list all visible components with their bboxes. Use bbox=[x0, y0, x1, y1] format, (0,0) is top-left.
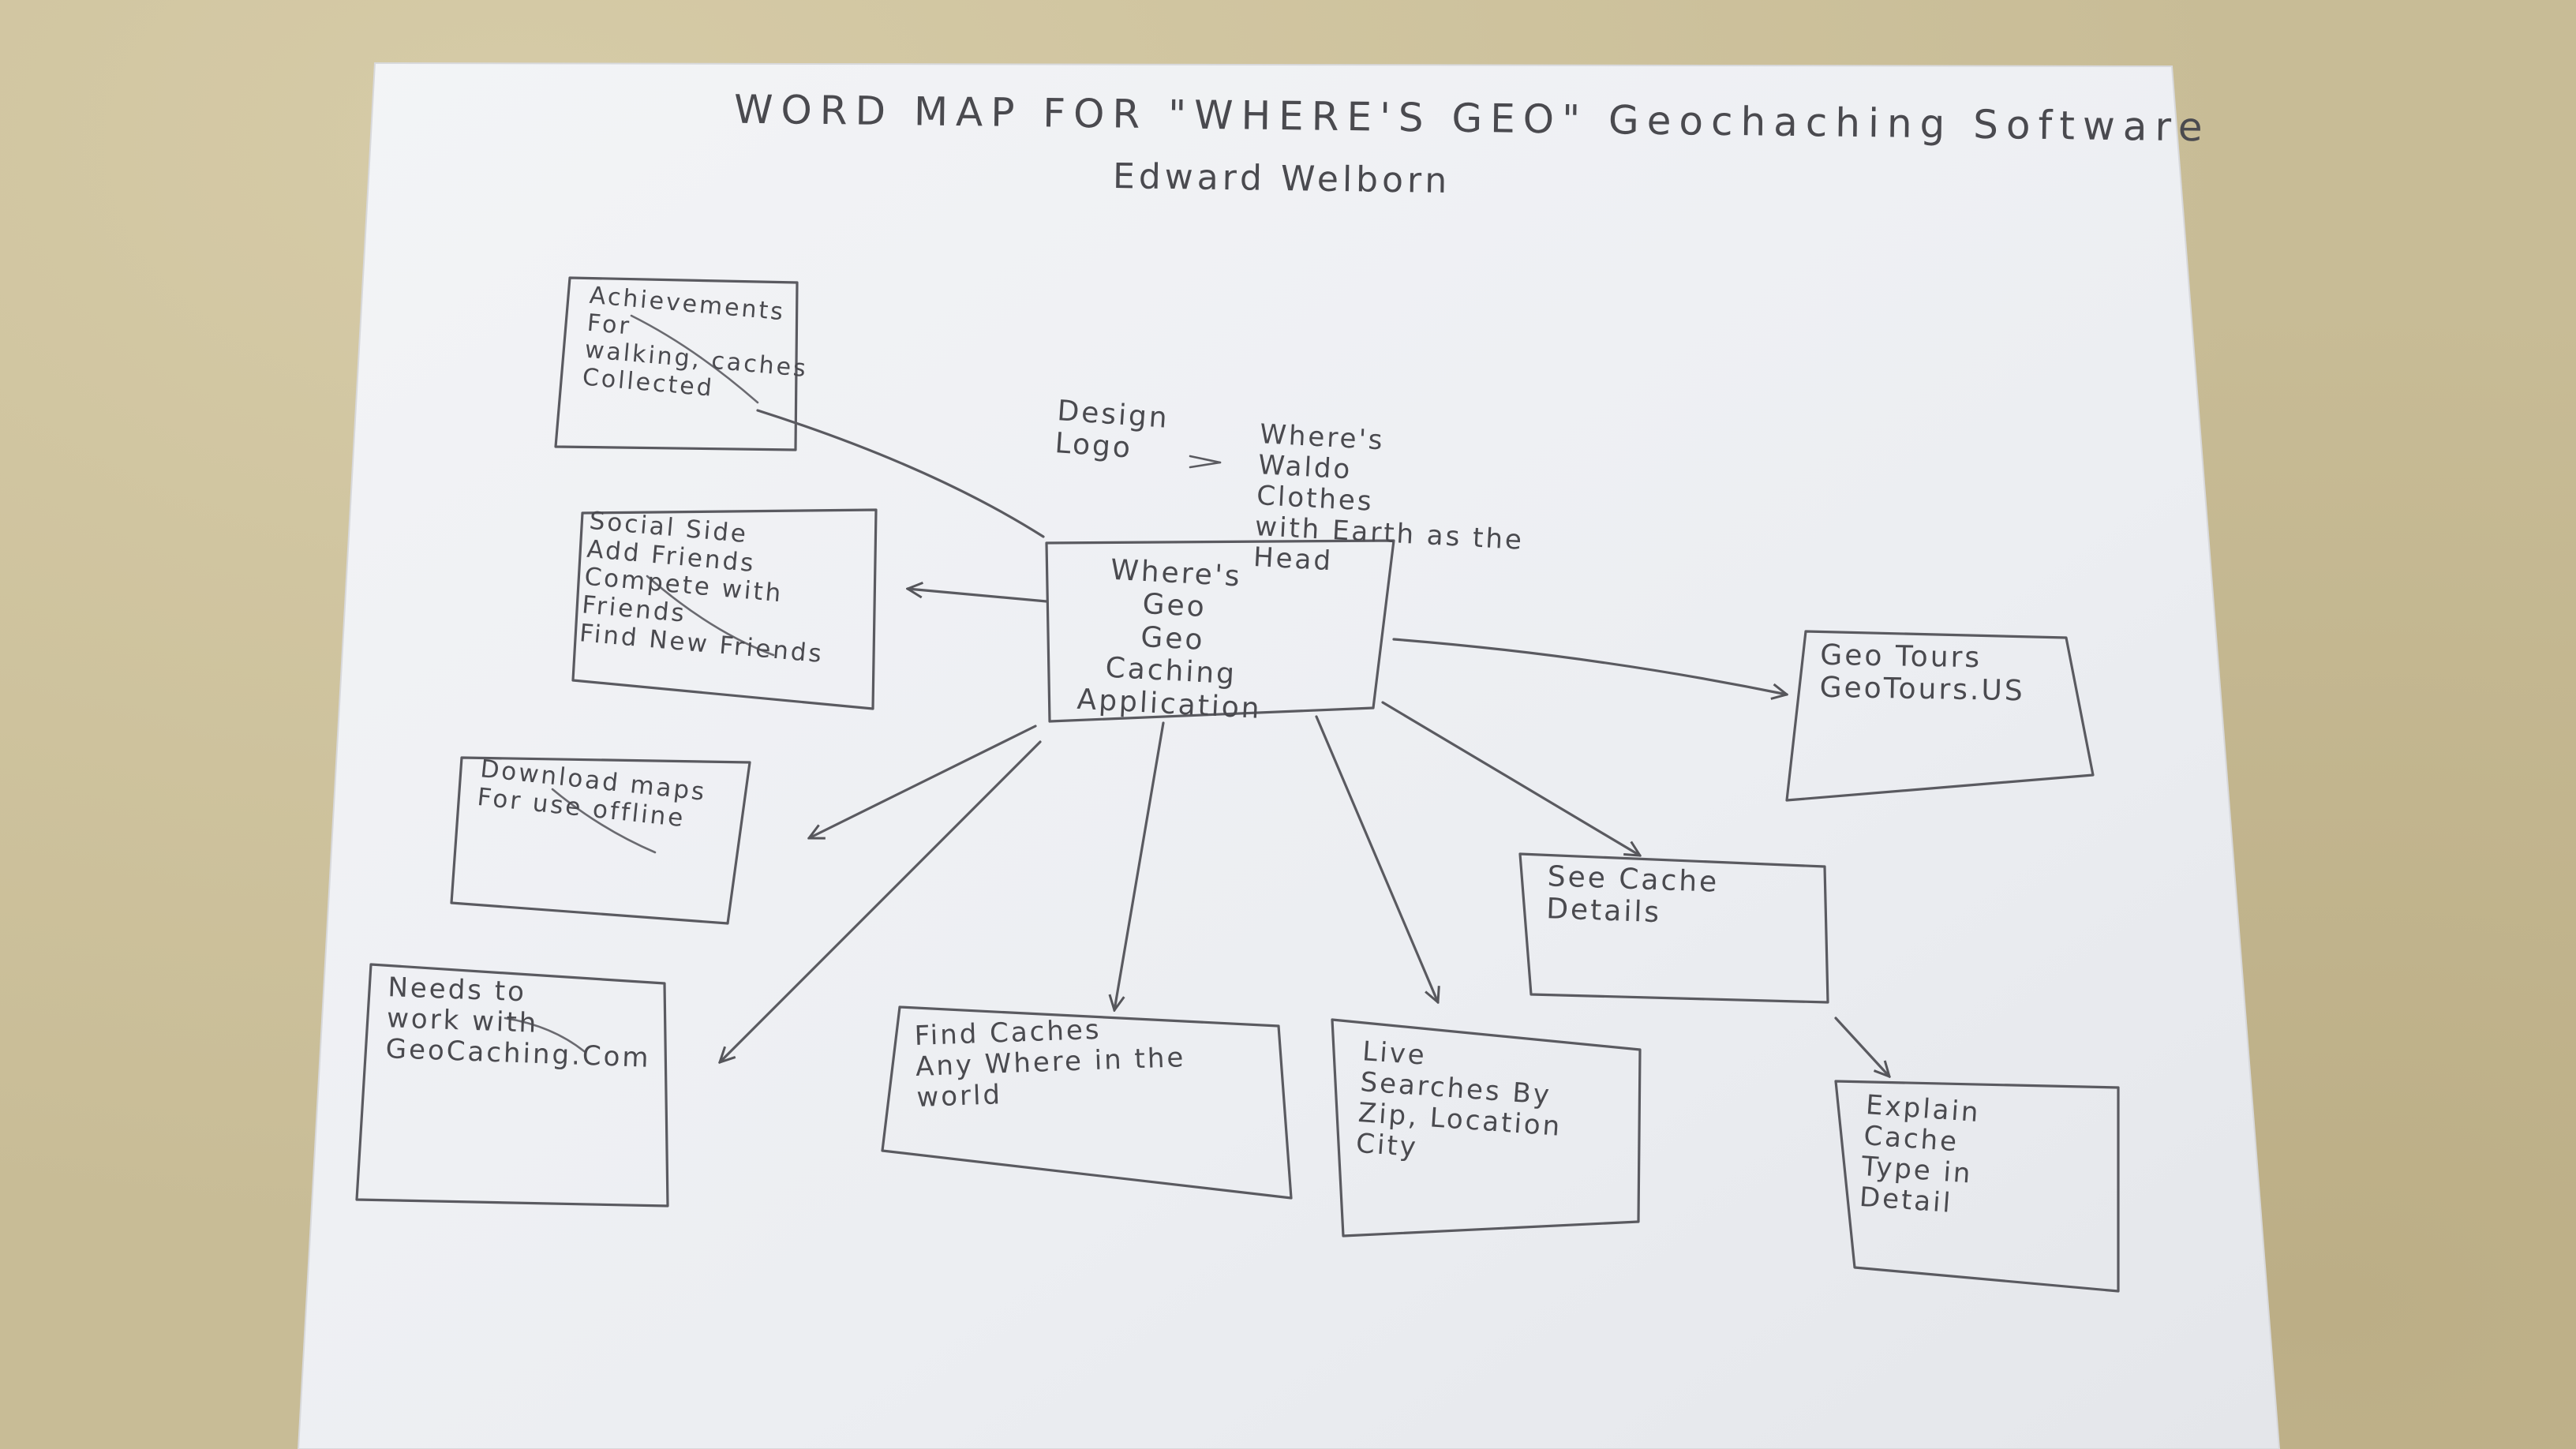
box-geocaching bbox=[355, 963, 669, 1208]
connector-social bbox=[908, 589, 1048, 603]
box-find bbox=[881, 1005, 1293, 1200]
box-details bbox=[1518, 852, 1829, 1004]
connector-details bbox=[1381, 701, 1640, 856]
box-social bbox=[571, 508, 878, 710]
design-logo-idea: Where's Waldo Clothes with Earth as the … bbox=[1252, 418, 1525, 578]
strike-geocaching bbox=[504, 1017, 586, 1053]
connector-explain bbox=[1834, 1017, 1889, 1076]
strike-achievements bbox=[630, 314, 759, 404]
center-node-label: Where's Geo Geo Caching Application bbox=[1076, 553, 1263, 725]
node-achievements: Achievements For walking, caches Collect… bbox=[581, 281, 810, 402]
box-tours bbox=[1785, 630, 2095, 802]
node-find-caches: Find Caches Any Where in the world bbox=[914, 1013, 1186, 1114]
design-arrow bbox=[1189, 455, 1222, 464]
paper-shape bbox=[297, 62, 2281, 1449]
strike-download bbox=[551, 788, 657, 854]
connector-live bbox=[1315, 715, 1438, 1002]
connector-download bbox=[809, 724, 1037, 840]
node-cache-details: See Cache Details bbox=[1545, 860, 1720, 930]
box-explain bbox=[1834, 1080, 2120, 1293]
node-geocaching: Needs to work with GeoCaching.Com bbox=[385, 972, 652, 1075]
box-achievements bbox=[554, 276, 799, 451]
design-logo-label: Design Logo bbox=[1054, 395, 1171, 466]
box-download bbox=[450, 756, 751, 925]
box-live bbox=[1331, 1018, 1642, 1237]
connector-tours bbox=[1392, 638, 1787, 695]
connector-geocaching bbox=[720, 740, 1042, 1062]
strike-social bbox=[646, 575, 775, 657]
line-achievements bbox=[756, 409, 1045, 538]
node-live-search: Live Searches By Zip, Location City bbox=[1354, 1035, 1563, 1164]
connector-find bbox=[1114, 721, 1165, 1010]
author-name: Edward Welborn bbox=[1112, 156, 1451, 201]
box-center bbox=[1045, 539, 1395, 723]
node-social: Social Side Add Friends Compete with Fri… bbox=[578, 506, 826, 668]
node-geo-tours: Geo Tours GeoTours.US bbox=[1819, 638, 2025, 708]
node-explain-cache: Explain Cache Type in Detail bbox=[1858, 1089, 1982, 1220]
design-arrow-2 bbox=[1189, 461, 1222, 469]
